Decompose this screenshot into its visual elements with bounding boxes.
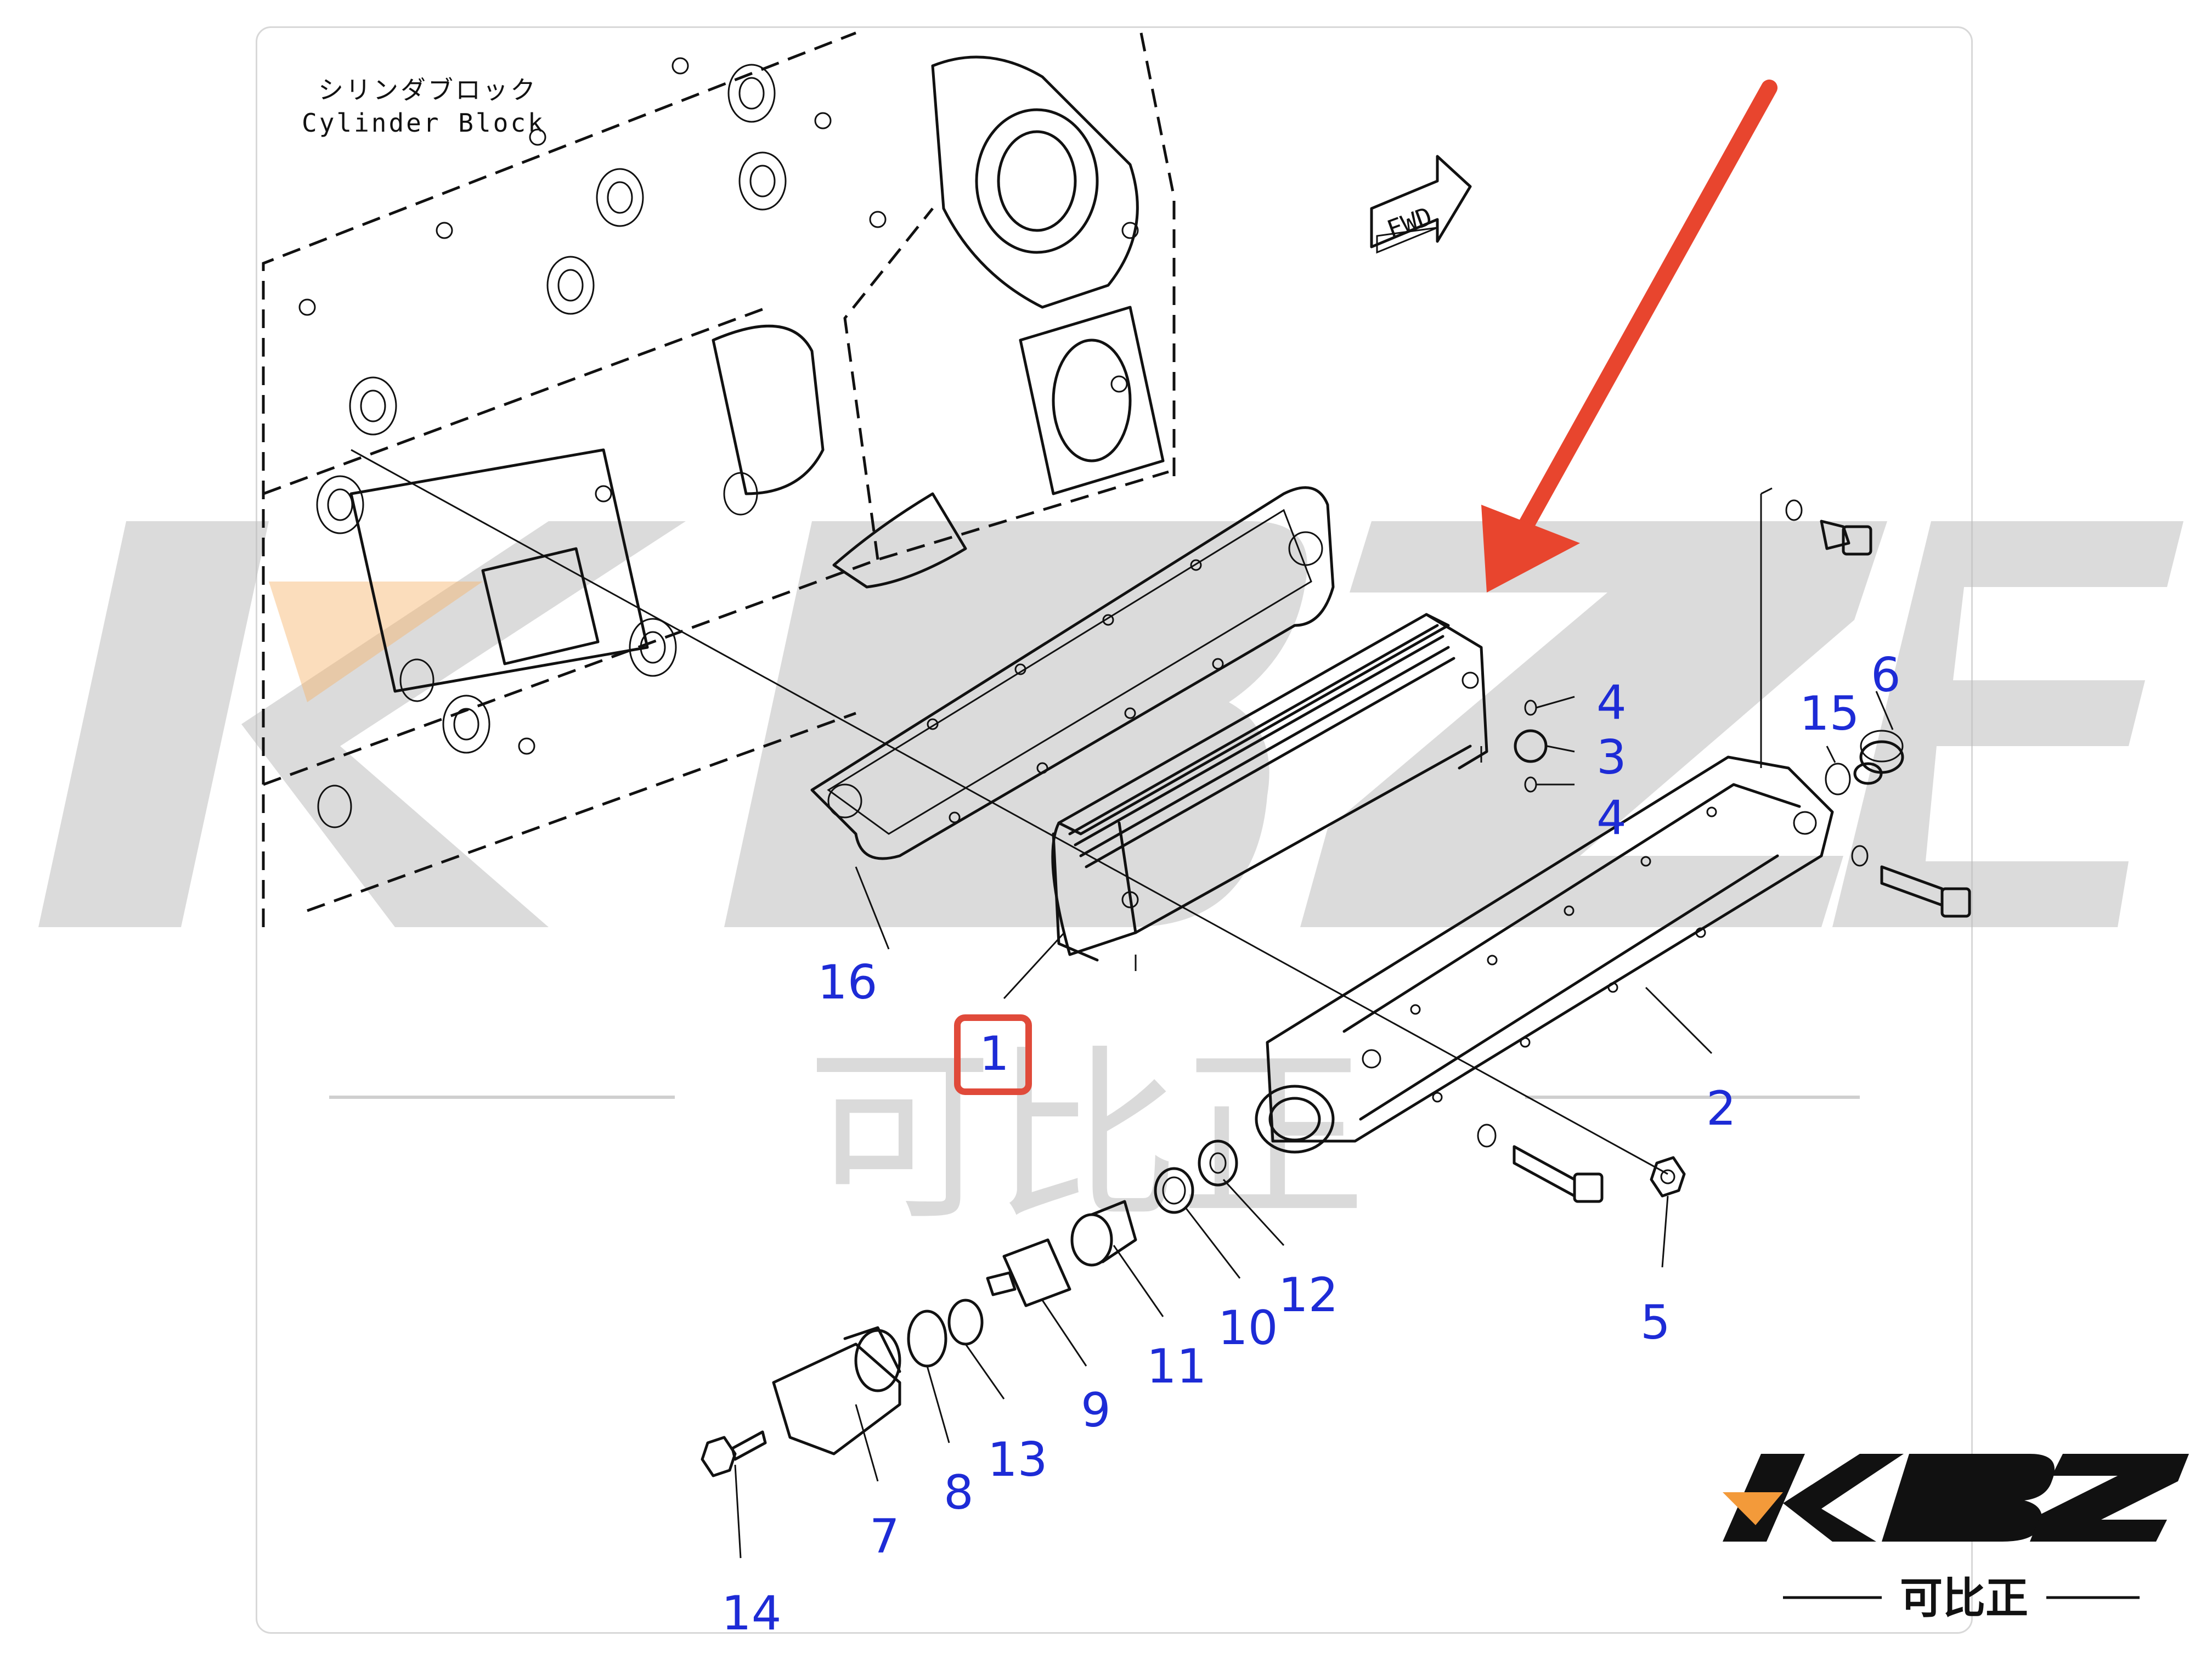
block-label-en: Cylinder Block xyxy=(302,108,545,138)
cylinder-block xyxy=(262,31,1176,927)
gasket xyxy=(810,486,1335,860)
callout-7[interactable]: 7 xyxy=(870,1509,900,1564)
callout-3[interactable]: 3 xyxy=(1596,730,1627,785)
callout-11[interactable]: 11 xyxy=(1147,1339,1206,1394)
callout-12[interactable]: 12 xyxy=(1278,1268,1338,1323)
logo-sub: 可比正 xyxy=(1900,1574,2028,1623)
oil-cooler-housing xyxy=(1255,755,1834,1154)
block-label-jp: シリンダブロック xyxy=(318,75,538,105)
highlight-box-part-1 xyxy=(954,1014,1032,1095)
callout-16[interactable]: 16 xyxy=(817,955,877,1010)
callout-14[interactable]: 14 xyxy=(721,1586,781,1641)
callout-6[interactable]: 6 xyxy=(1871,648,1901,703)
pointer-arrow xyxy=(1481,80,1778,592)
callout-8[interactable]: 8 xyxy=(944,1465,974,1520)
callout-15[interactable]: 15 xyxy=(1799,686,1859,741)
callout-4a[interactable]: 4 xyxy=(1596,675,1627,730)
regulator-parts xyxy=(701,1139,1238,1477)
hardware-top-right xyxy=(1514,487,1971,918)
fwd-arrow: FWD xyxy=(1370,155,1472,254)
callout-13[interactable]: 13 xyxy=(988,1432,1047,1487)
fwd-label: FWD xyxy=(1383,201,1436,245)
callout-1[interactable]: 1 xyxy=(979,1026,1009,1081)
callout-4b[interactable]: 4 xyxy=(1596,791,1627,845)
callouts: 16 1 2 4 3 4 15 6 5 12 10 11 9 13 8 7 14 xyxy=(721,648,1901,1641)
callout-10[interactable]: 10 xyxy=(1218,1301,1278,1356)
hardware-bottom xyxy=(1477,1124,1686,1203)
leader-lines xyxy=(351,449,1894,1559)
callout-5[interactable]: 5 xyxy=(1640,1295,1671,1350)
brand-logo: 可比正 xyxy=(1723,1454,2189,1623)
watermark: 可比正 xyxy=(38,521,2183,1246)
callout-9[interactable]: 9 xyxy=(1081,1383,1111,1438)
callout-2[interactable]: 2 xyxy=(1706,1081,1736,1136)
oil-cooler-element xyxy=(1051,613,1488,971)
